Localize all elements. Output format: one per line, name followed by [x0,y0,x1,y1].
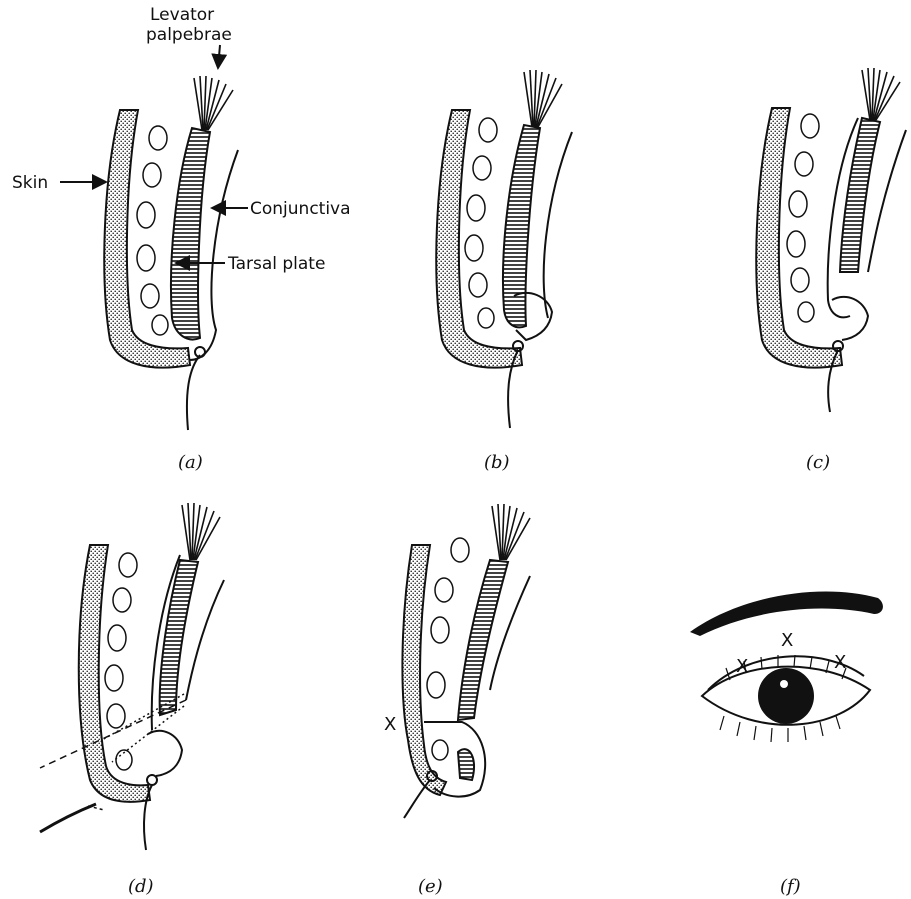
dissected-flap [148,731,182,776]
skin-label: Skin [12,173,48,193]
tarsal-plate [160,560,198,715]
eyelash [404,780,430,818]
tarsal-plate [458,560,508,720]
caption-c: (c) [806,452,830,473]
tarsal-plate [840,118,880,272]
margin-tarsus [458,749,474,780]
panel-a: Levator palpebrae Skin Conjunctiva Tarsa… [12,5,351,473]
panel-f: X X X (f) [690,591,883,897]
levator-label-line1: Levator [150,5,214,25]
levator-fibers [182,503,220,560]
x-mark: X [384,714,396,735]
caption-d: (d) [128,876,154,897]
dissected-flap [832,297,868,340]
levator-fibers [524,70,562,127]
levator-fibers [862,68,900,120]
levator-label-line2: palpebrae [146,25,232,45]
suture-mark: X [834,652,846,673]
caption-a: (a) [178,452,203,473]
caption-b: (b) [484,452,510,473]
skin-layer [402,545,446,795]
fat-lobules [105,553,137,770]
skin-layer [79,545,150,802]
fat-lobules [465,118,497,328]
conjunctiva-line [544,132,572,318]
panel-c: (c) [756,68,906,473]
caption-e: (e) [418,876,443,897]
caption-f: (f) [780,876,801,897]
tarsal-plate [171,128,210,339]
fat-lobules [427,538,469,760]
levator-fibers [194,76,233,130]
suture-mark: X [781,630,793,651]
conjunctiva-line [186,580,224,700]
panel-e: X (e) [384,504,530,897]
fat-lobules [787,114,819,322]
fat-lobules [137,126,168,335]
panel-b: (b) [436,70,572,473]
tarsal-plate [503,125,540,327]
tarsal-plate-label: Tarsal plate [227,254,325,274]
suture-mark: X [736,656,748,677]
suture-needle [40,804,96,832]
pupil-highlight [780,680,788,688]
iris [758,668,814,724]
panel-d: (d) [40,503,224,897]
eyelash [187,355,200,430]
levator-fibers [492,504,530,560]
conjunctiva-label: Conjunctiva [250,199,351,219]
